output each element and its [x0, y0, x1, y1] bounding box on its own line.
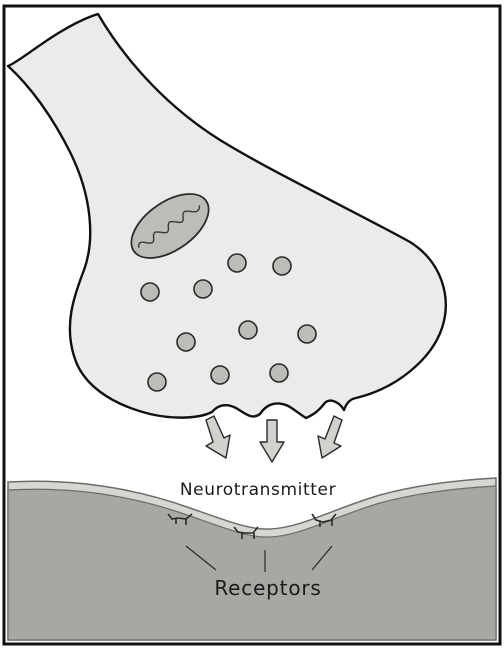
vesicle: [239, 321, 257, 339]
vesicle: [298, 325, 316, 343]
vesicle: [211, 366, 229, 384]
vesicle: [177, 333, 195, 351]
receptors-label: Receptors: [214, 576, 321, 600]
vesicle: [141, 283, 159, 301]
vesicle: [273, 257, 291, 275]
vesicle: [148, 373, 166, 391]
vesicle: [270, 364, 288, 382]
neurotransmitter-label: Neurotransmitter: [180, 480, 336, 500]
vesicle: [228, 254, 246, 272]
vesicle: [194, 280, 212, 298]
